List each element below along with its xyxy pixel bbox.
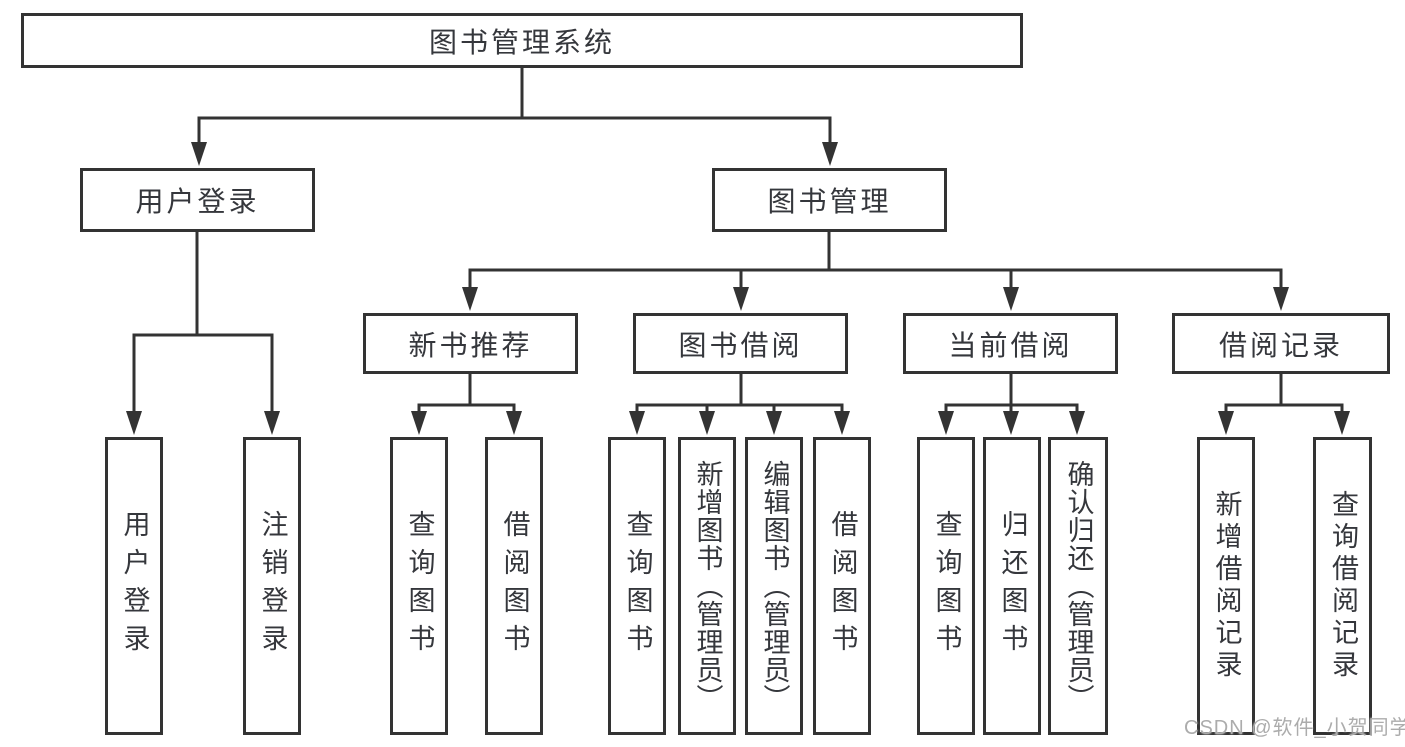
leaf-query-books-borrow: 查询图书 (608, 437, 666, 735)
leaf-query-borrow-record-label: 查询借阅记录 (1328, 490, 1358, 682)
arrowheads (126, 142, 1350, 435)
leaf-borrow-books-recommend: 借阅图书 (485, 437, 543, 735)
leaf-user-login: 用户登录 (105, 437, 163, 735)
leaf-add-borrow-record-label: 新增借阅记录 (1211, 490, 1242, 682)
node-user-login: 用户登录 (80, 168, 315, 232)
leaf-add-books-admin: 新增图书（管理员） (678, 437, 736, 735)
node-root-label: 图书管理系统 (428, 26, 615, 58)
leaf-add-borrow-record: 新增借阅记录 (1197, 437, 1255, 735)
leaf-edit-books-admin: 编辑图书（管理员） (745, 437, 803, 735)
leaf-logout: 注销登录 (243, 437, 301, 735)
leaf-confirm-return-admin: 确认归还（管理员） (1048, 437, 1108, 735)
leaf-user-login-label: 用户登录 (119, 510, 150, 662)
leaf-borrow-books-recommend-label: 借阅图书 (499, 510, 530, 662)
node-book-management-label: 图书管理 (767, 186, 892, 217)
node-current-borrowing: 当前借阅 (903, 313, 1118, 374)
node-root: 图书管理系统 (21, 13, 1023, 68)
leaf-confirm-return-admin-label: 确认归还（管理员） (1063, 460, 1094, 712)
leaf-edit-books-admin-label: 编辑图书（管理员） (759, 460, 790, 712)
leaf-logout-label: 注销登录 (257, 510, 288, 662)
node-current-borrowing-label: 当前借阅 (948, 329, 1073, 361)
leaf-add-books-admin-label: 新增图书（管理员） (692, 460, 723, 712)
leaf-query-borrow-record: 查询借阅记录 (1313, 437, 1372, 735)
csdn-watermark: CSDN @软件_小贺同学 (1184, 717, 1405, 739)
leaf-borrow-books-label: 借阅图书 (827, 510, 858, 662)
node-borrowing-records-label: 借阅记录 (1218, 329, 1343, 361)
leaf-return-books-label: 归还图书 (997, 510, 1028, 662)
leaf-borrow-books: 借阅图书 (813, 437, 871, 735)
node-new-book-recommendation-label: 新书推荐 (408, 329, 533, 361)
node-book-borrowing-label: 图书借阅 (678, 329, 803, 361)
node-book-management: 图书管理 (712, 168, 947, 232)
leaf-query-books-current: 查询图书 (917, 437, 975, 735)
leaf-query-books-recommend: 查询图书 (390, 437, 448, 735)
leaf-query-books-borrow-label: 查询图书 (622, 510, 653, 662)
leaf-query-books-current-label: 查询图书 (931, 510, 962, 662)
node-book-borrowing: 图书借阅 (633, 313, 848, 374)
node-new-book-recommendation: 新书推荐 (363, 313, 578, 374)
leaf-query-books-recommend-label: 查询图书 (404, 510, 435, 662)
leaf-return-books: 归还图书 (983, 437, 1041, 735)
node-borrowing-records: 借阅记录 (1172, 313, 1390, 374)
node-user-login-label: 用户登录 (135, 186, 260, 217)
